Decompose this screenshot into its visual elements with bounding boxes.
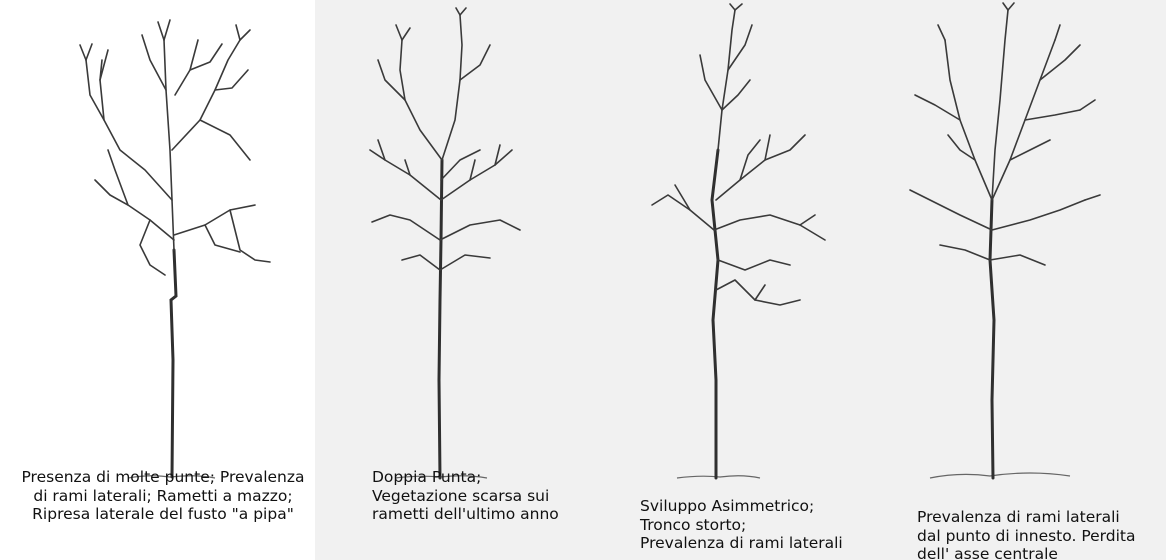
caption-tree-3: Sviluppo Asimmetrico; Tronco storto; Pre… bbox=[640, 497, 890, 553]
tree-3-ground bbox=[677, 476, 760, 478]
caption-tree-1-line-2: di rami laterali; Rametti a mazzo; bbox=[2, 487, 324, 506]
caption-tree-4-line-2: dal punto di innesto. Perdita bbox=[917, 527, 1166, 546]
caption-tree-3-line-2: Tronco storto; bbox=[640, 516, 890, 535]
tree-2-trunk bbox=[439, 160, 442, 478]
tree-1-trunk bbox=[171, 250, 176, 477]
caption-tree-4: Prevalenza di rami laterali dal punto di… bbox=[917, 508, 1166, 560]
caption-tree-3-line-1: Sviluppo Asimmetrico; bbox=[640, 497, 890, 516]
caption-tree-1: Presenza di molte punte; Prevalenza di r… bbox=[2, 468, 324, 524]
tree-1-branches bbox=[80, 20, 270, 275]
caption-tree-2-line-3: rametti dell'ultimo anno bbox=[372, 505, 602, 524]
tree-3-asymmetric bbox=[652, 4, 825, 478]
tree-2-branches bbox=[370, 8, 520, 270]
caption-tree-3-line-3: Prevalenza di rami laterali bbox=[640, 534, 890, 553]
caption-tree-1-line-1: Presenza di molte punte; Prevalenza bbox=[2, 468, 324, 487]
tree-4-branches bbox=[910, 3, 1100, 265]
caption-tree-2-line-1: Doppia Punta; bbox=[372, 468, 602, 487]
tree-4-trunk bbox=[990, 200, 994, 478]
tree-3-branches bbox=[652, 4, 825, 305]
tree-1-multiple-tips bbox=[80, 20, 270, 478]
caption-tree-4-line-1: Prevalenza di rami laterali bbox=[917, 508, 1166, 527]
tree-2-double-tip bbox=[370, 8, 520, 478]
caption-tree-4-line-3: dell' asse centrale bbox=[917, 545, 1166, 560]
tree-4-ground bbox=[930, 473, 1070, 478]
caption-tree-1-line-3: Ripresa laterale del fusto "a pipa" bbox=[2, 505, 324, 524]
caption-tree-2: Doppia Punta; Vegetazione scarsa sui ram… bbox=[372, 468, 602, 524]
caption-tree-2-line-2: Vegetazione scarsa sui bbox=[372, 487, 602, 506]
tree-4-lost-central-axis bbox=[910, 3, 1100, 478]
